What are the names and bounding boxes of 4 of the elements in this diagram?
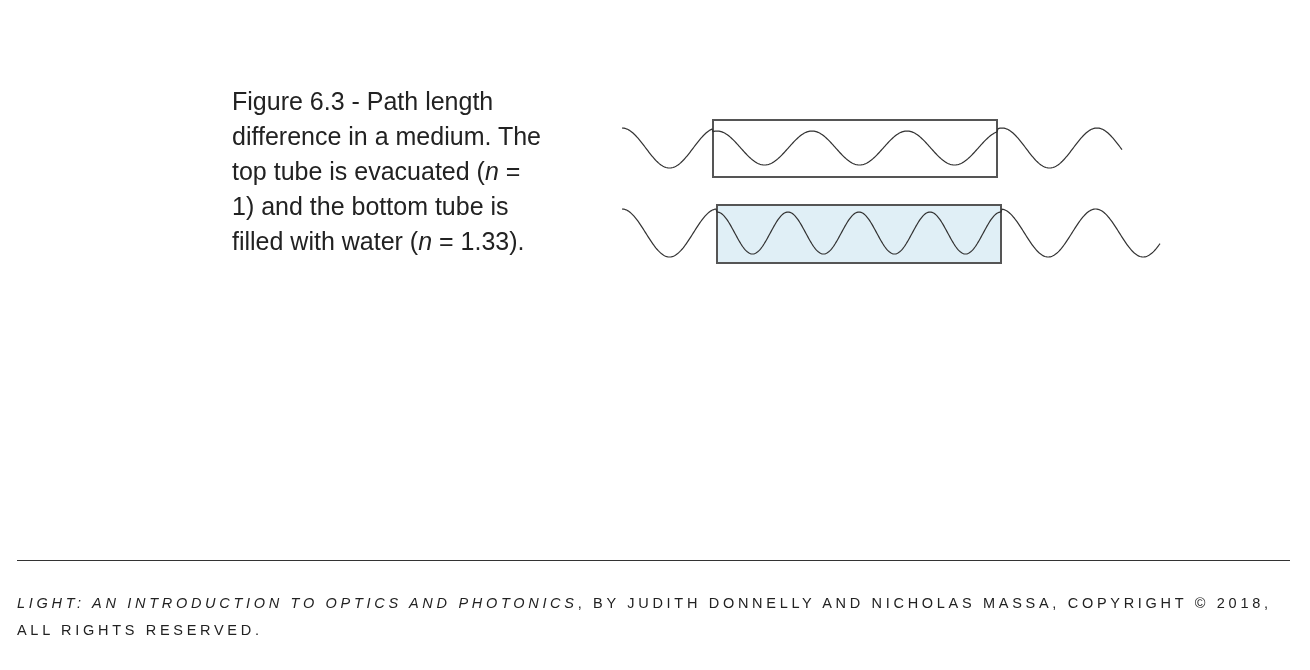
tube	[716, 204, 1002, 264]
copyright-notice: LIGHT: AN INTRODUCTION TO OPTICS AND PHOTONICS, BY JUDITH DONNELLY AND NICHOLAS MASSA, COPYRIGHT © 2018, ALL RIGHTS RESERVED.	[17, 594, 1273, 640]
tube	[712, 119, 998, 178]
figure-caption: Figure 6.3 - Path length difference in a medium. The top tube is evacuated (n = 1) and the bottom tube is filled with water (n = 1.33).	[232, 86, 542, 257]
